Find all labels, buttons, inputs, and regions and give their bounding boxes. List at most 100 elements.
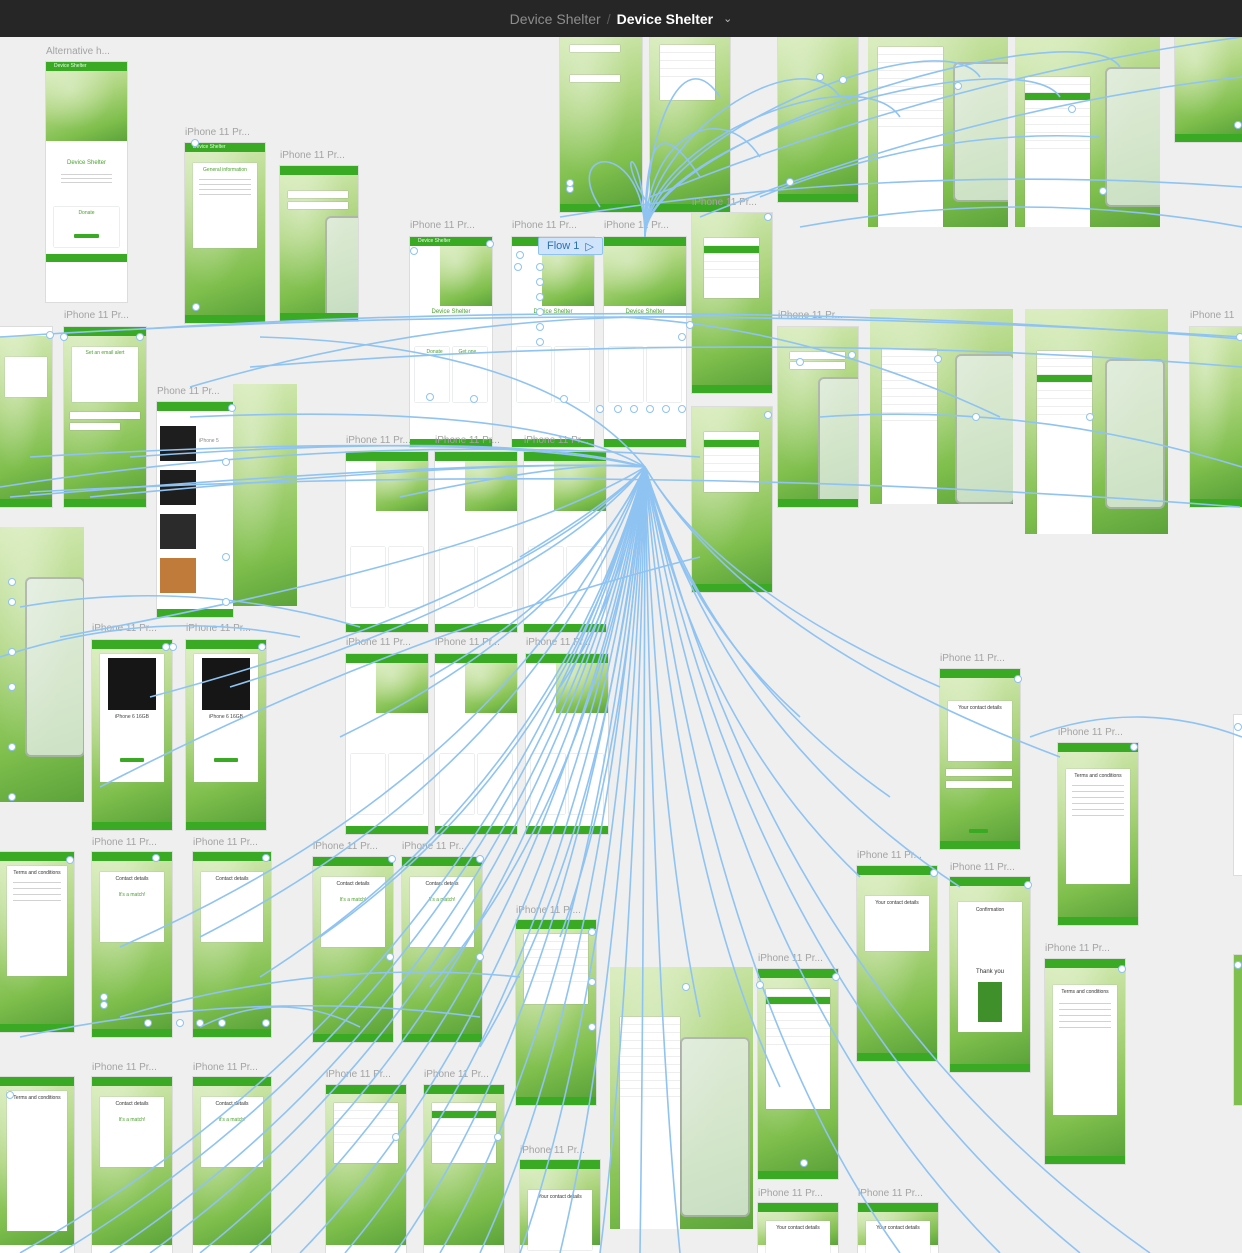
artboard-general-information[interactable]: Device Shelter General information xyxy=(185,143,265,323)
wire-connector-node[interactable] xyxy=(764,213,772,221)
wire-connector-node[interactable] xyxy=(8,743,16,751)
flow-wire[interactable] xyxy=(249,466,646,1253)
artboard-label[interactable]: iPhone 11 Pr... xyxy=(185,127,250,138)
flow-wire[interactable] xyxy=(29,444,646,468)
artboard-top-2[interactable] xyxy=(650,37,730,212)
artboard-label[interactable]: iPhone 11 Pr... xyxy=(186,623,251,634)
wire-connector-node[interactable] xyxy=(560,395,568,403)
artboard-left-1[interactable] xyxy=(0,327,52,507)
artboard-home-2[interactable]: Device Shelter xyxy=(512,237,594,447)
flow-wire[interactable] xyxy=(644,466,1001,1253)
wire-connector-node[interactable] xyxy=(566,179,574,187)
wire-connector-node[interactable] xyxy=(646,405,654,413)
artboard-label[interactable]: iPhone 11 Pr... xyxy=(280,150,345,161)
wire-connector-node[interactable] xyxy=(392,1133,400,1141)
flow-wire[interactable] xyxy=(644,466,1061,758)
wire-connector-node[interactable] xyxy=(536,308,544,316)
flow-wire[interactable] xyxy=(199,1006,361,1028)
wire-connector-node[interactable] xyxy=(662,405,670,413)
artboard-label[interactable]: iPhone 11 Pr... xyxy=(940,653,1005,664)
artboard-label[interactable]: Alternative h... xyxy=(46,46,110,57)
artboard-mid-5[interactable] xyxy=(1190,327,1242,507)
flow-wire[interactable] xyxy=(249,346,1242,368)
project-name[interactable]: Device Shelter xyxy=(509,10,601,27)
wire-connector-node[interactable] xyxy=(196,1019,204,1027)
wire-connector-node[interactable] xyxy=(588,928,596,936)
artboard-your-contact-2[interactable]: Your contact details xyxy=(857,866,937,1061)
artboard-label[interactable]: iPhone 11 Pr... xyxy=(526,637,591,648)
wire-connector-node[interactable] xyxy=(476,953,484,961)
flow-wire[interactable] xyxy=(299,466,646,1253)
artboard-label[interactable]: iPhone 11 Pr... xyxy=(520,1145,585,1156)
artboard-home-5[interactable] xyxy=(435,452,517,632)
wire-connector-node[interactable] xyxy=(470,395,478,403)
artboard-home-4[interactable] xyxy=(346,452,428,632)
flow-wire[interactable] xyxy=(119,466,646,948)
flow-wire[interactable] xyxy=(0,448,701,488)
wire-connector-node[interactable] xyxy=(100,993,108,1001)
flow-wire[interactable] xyxy=(644,128,761,238)
wire-connector-node[interactable] xyxy=(588,978,596,986)
flow-wire[interactable] xyxy=(139,312,1242,340)
flow-wire[interactable] xyxy=(644,466,1081,1253)
wire-connector-node[interactable] xyxy=(426,393,434,401)
wire-connector-node[interactable] xyxy=(800,1159,808,1167)
wire-connector-node[interactable] xyxy=(596,405,604,413)
artboard-your-contact-5[interactable]: Your contact details xyxy=(858,1203,938,1253)
wire-connector-node[interactable] xyxy=(388,855,396,863)
wire-connector-node[interactable] xyxy=(8,648,16,656)
artboard-home-1[interactable]: Device Shelter Device Shelter Donate Get… xyxy=(410,237,492,447)
wire-connector-node[interactable] xyxy=(1234,961,1242,969)
flow-wire[interactable] xyxy=(644,466,701,1018)
wire-connector-node[interactable] xyxy=(614,405,622,413)
wire-connector-node[interactable] xyxy=(832,973,840,981)
artboard-home-8[interactable] xyxy=(435,654,517,834)
flow-wire[interactable] xyxy=(644,466,891,798)
flow-wire[interactable] xyxy=(699,76,1242,218)
wire-connector-node[interactable] xyxy=(60,333,68,341)
artboard-terms-2[interactable]: Terms and conditions xyxy=(1045,959,1125,1164)
flow-wire[interactable] xyxy=(89,464,646,498)
wire-connector-node[interactable] xyxy=(682,983,690,991)
wire-connector-node[interactable] xyxy=(536,338,544,346)
artboard-form-2[interactable] xyxy=(610,967,753,1229)
wire-connector-node[interactable] xyxy=(8,683,16,691)
artboard-label[interactable]: iPhone 11 Pr... xyxy=(692,197,757,208)
flow-wire[interactable] xyxy=(29,478,1241,508)
wire-connector-node[interactable] xyxy=(46,331,54,339)
artboard-top-5[interactable] xyxy=(1015,37,1160,227)
artboard-label[interactable]: Phone 11 Pr... xyxy=(157,386,220,397)
flow-wire[interactable] xyxy=(649,37,1242,198)
artboard-label[interactable]: iPhone 11 Pr... xyxy=(516,905,581,916)
artboard-label[interactable]: iPhone 11 Pr... xyxy=(1058,727,1123,738)
flow-wire[interactable] xyxy=(19,466,646,1253)
document-name[interactable]: Device Shelter xyxy=(616,10,714,27)
artboard-category-select[interactable] xyxy=(280,166,358,321)
wire-connector-node[interactable] xyxy=(516,251,524,259)
artboard-alternative-home[interactable]: Device Shelter Device Shelter Donate xyxy=(46,62,127,302)
flow-wire[interactable] xyxy=(644,466,681,1253)
artboard-label[interactable]: iPhone 11 Pr... xyxy=(758,953,823,964)
artboard-label[interactable]: iPhone 11 Pr... xyxy=(435,435,500,446)
artboard-label[interactable]: iPhone 11 Pr... xyxy=(512,220,577,231)
wire-connector-node[interactable] xyxy=(764,411,772,419)
wire-connector-node[interactable] xyxy=(1099,187,1107,195)
flow-wire[interactable] xyxy=(19,594,361,628)
wire-connector-node[interactable] xyxy=(1024,881,1032,889)
wire-connector-node[interactable] xyxy=(1236,333,1242,341)
wire-connector-node[interactable] xyxy=(410,247,418,255)
flow-wire[interactable] xyxy=(759,134,1101,198)
artboard-label[interactable]: iPhone 11 Pr... xyxy=(950,862,1015,873)
wire-connector-node[interactable] xyxy=(476,855,484,863)
artboard-label[interactable]: iPhone 11 Pr... xyxy=(193,1062,258,1073)
flow-wire[interactable] xyxy=(630,160,651,238)
flow-wire[interactable] xyxy=(644,78,841,238)
wire-connector-node[interactable] xyxy=(934,355,942,363)
wire-connector-node[interactable] xyxy=(144,1019,152,1027)
wire-connector-node[interactable] xyxy=(756,981,764,989)
flow-wire[interactable] xyxy=(644,60,981,238)
wire-connector-node[interactable] xyxy=(100,1001,108,1009)
wire-connector-node[interactable] xyxy=(228,404,236,412)
wire-connector-node[interactable] xyxy=(486,240,494,248)
wire-connector-node[interactable] xyxy=(972,413,980,421)
